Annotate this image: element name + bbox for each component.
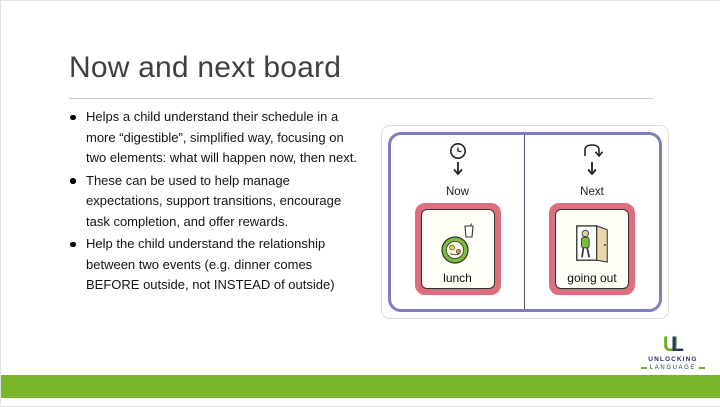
next-card-label: going out [567,271,617,285]
next-card: going out [549,203,635,295]
now-card-label: lunch [443,271,472,285]
logo-wordmark-line1: UNLOCKING [648,355,698,363]
footer-accent-bar [1,375,720,398]
logo-monogram: UL [641,334,705,355]
bullet-item: Helps a child understand their schedule … [67,107,367,169]
unlocking-language-logo: UL UNLOCKING LANGUAGE [641,334,705,372]
bullet-item: These can be used to help manage expecta… [67,171,367,233]
clock-with-down-arrow-icon [446,142,470,185]
next-label: Next [580,186,604,198]
now-column: Now [391,135,525,309]
lunch-plate-and-drink-icon [435,223,481,271]
page-title: Now and next board [69,51,342,84]
logo-letter-l: L [671,332,684,356]
title-divider [69,98,653,99]
logo-wordmark-line2: LANGUAGE [641,365,705,371]
next-column: Next going [525,135,659,309]
logo-letter-u: U [662,332,678,356]
next-hop-arrow-with-down-arrow-icon [578,142,606,185]
now-next-board: Now [388,132,662,312]
bullet-item: Help the child understand the relationsh… [67,234,367,296]
now-card: lunch [414,203,501,295]
now-next-board-figure: Now [381,125,669,319]
bullet-list: Helps a child understand their schedule … [67,107,367,298]
now-label: Now [445,186,469,198]
person-leaving-door-icon [572,223,612,271]
